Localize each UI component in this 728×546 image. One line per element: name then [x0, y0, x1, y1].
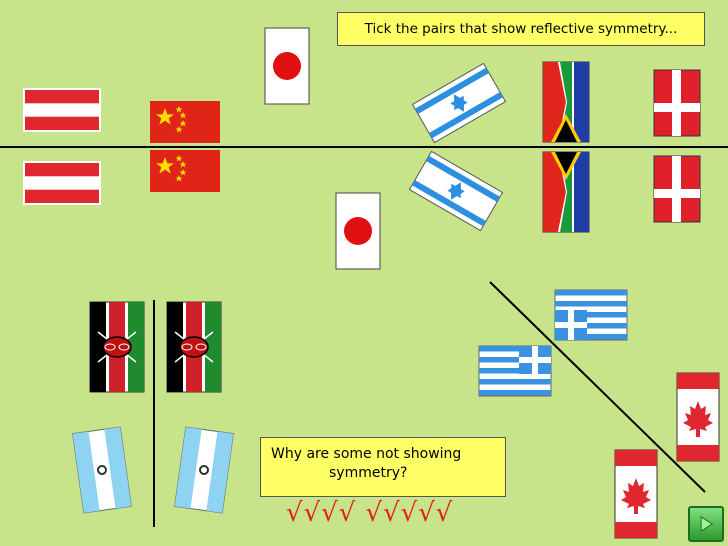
flag-denmark-top[interactable]: [653, 69, 701, 137]
flag-kenya-left[interactable]: [89, 301, 145, 393]
flag-austria-top[interactable]: [23, 88, 101, 132]
question-box: Why are some not showing symmetry?: [260, 437, 506, 497]
flag-greece-top[interactable]: [554, 289, 628, 341]
flag-japan-bottom[interactable]: [335, 192, 381, 270]
flag-austria-bottom[interactable]: [23, 161, 101, 205]
next-slide-button[interactable]: [688, 506, 724, 542]
flag-denmark-bottom[interactable]: [653, 155, 701, 223]
flag-canada-bottom[interactable]: [614, 449, 658, 539]
flag-argentina-left[interactable]: [72, 426, 132, 514]
mirror-line-diagonal: [489, 281, 706, 493]
instruction-text: Tick the pairs that show reflective symm…: [364, 21, 678, 37]
tick-marks: √√√√ √√√√√: [286, 498, 454, 528]
flag-china-bottom[interactable]: [150, 150, 220, 192]
flag-kenya-right[interactable]: [166, 301, 222, 393]
flag-japan-top[interactable]: [264, 27, 310, 105]
flag-argentina-right[interactable]: [174, 426, 234, 514]
flag-south-africa-bottom[interactable]: [542, 151, 590, 233]
flag-israel-top[interactable]: [411, 62, 507, 144]
question-line-2: symmetry?: [329, 465, 408, 481]
flag-china-top[interactable]: [150, 101, 220, 143]
flag-canada-top[interactable]: [676, 372, 720, 462]
flag-greece-bottom[interactable]: [478, 345, 552, 397]
instruction-box: Tick the pairs that show reflective symm…: [337, 12, 705, 46]
next-slide-icon: [700, 516, 714, 532]
flag-south-africa-top[interactable]: [542, 61, 590, 143]
question-line-1: Why are some not showing: [271, 446, 462, 462]
flag-israel-bottom[interactable]: [408, 150, 504, 232]
